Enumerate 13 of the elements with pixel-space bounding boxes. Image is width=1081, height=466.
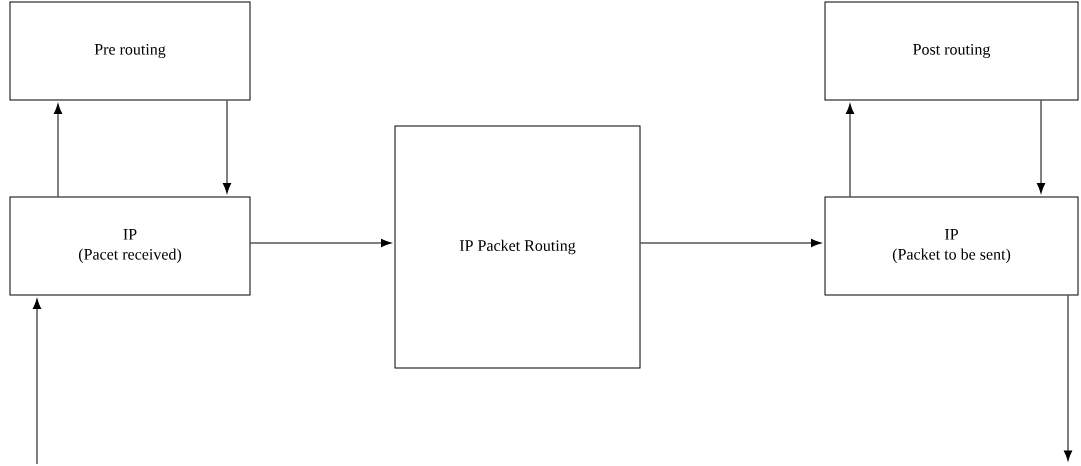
arrow [1063, 295, 1073, 461]
arrow [1036, 100, 1046, 194]
process-box: Pre routing [9, 1, 251, 101]
arrow [845, 103, 855, 197]
arrow [640, 238, 822, 248]
arrow [53, 103, 63, 197]
arrow [222, 100, 232, 194]
process-box: IP (Packet to be sent) [824, 196, 1079, 296]
process-box: IP Packet Routing [394, 125, 641, 369]
arrow [32, 298, 42, 465]
process-box: Post routing [824, 1, 1079, 101]
arrow [250, 238, 392, 248]
process-box: IP (Pacet received) [9, 196, 251, 296]
